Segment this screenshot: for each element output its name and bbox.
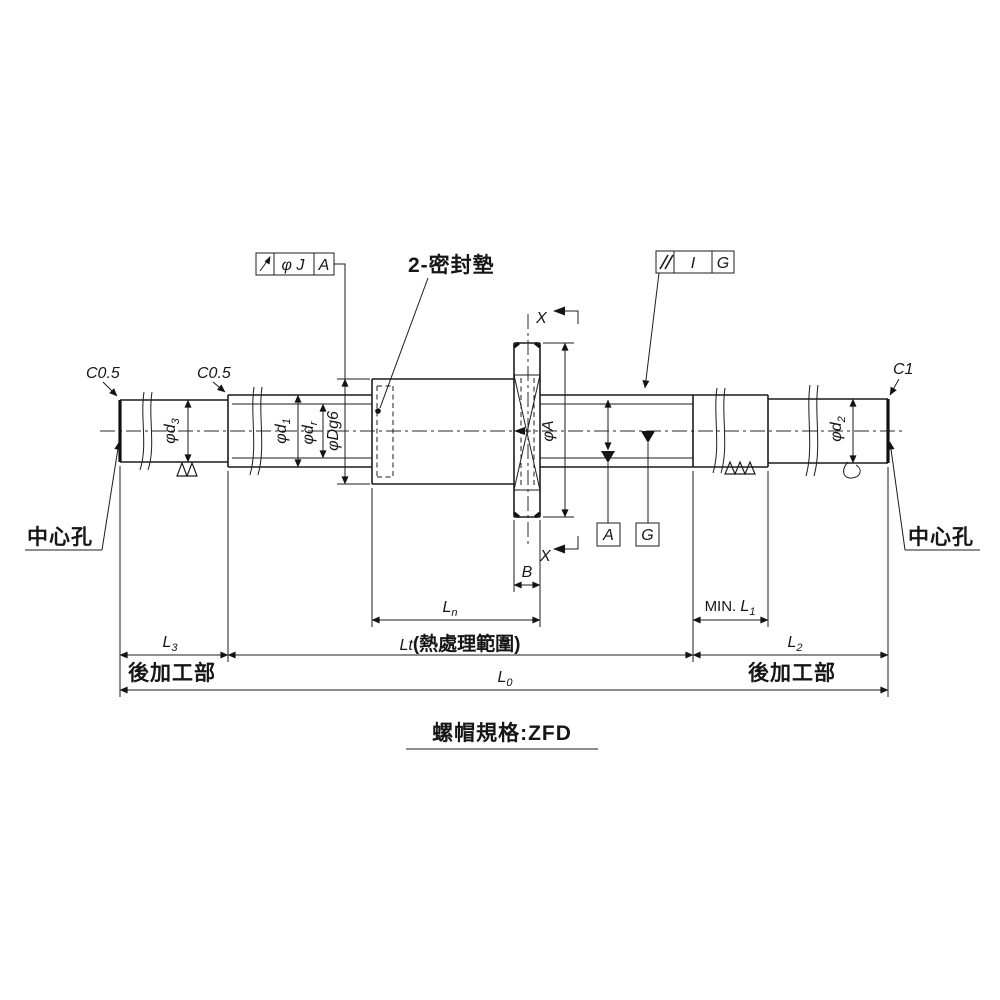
chamfer-label-c05-step: C0.5 (197, 365, 231, 382)
chamfer-label-c05-end: C0.5 (86, 365, 120, 382)
dim-label-l0: L0 (497, 669, 513, 689)
chamfer-callouts: C0.5 C0.5 C1 (86, 361, 913, 397)
finish-triangle (176, 461, 188, 477)
center-hole-left-leader (101, 441, 122, 551)
fcf-runout-leader (334, 263, 346, 379)
break-line (257, 386, 263, 476)
flange-chamfer (513, 511, 520, 519)
finish-marks (176, 460, 756, 477)
break-line (139, 391, 145, 471)
break-lines (139, 384, 819, 477)
section-arrow-top-tail (565, 310, 579, 324)
datum-g-triangle (641, 431, 655, 443)
flange-center-arrow (514, 427, 525, 435)
diameter-dimensions: φd3 φd1 φdr φDg6 φA φd2 (162, 342, 861, 518)
break-line (249, 386, 255, 476)
chamfer-leader (212, 381, 226, 393)
finish-triangle (734, 460, 746, 475)
nut-flange (513, 341, 541, 519)
break-line (712, 387, 718, 474)
fcf-parallelism-datum: G (717, 255, 729, 272)
dim-label-lt: Lt(熱處理範圍) (400, 632, 521, 655)
finish-triangle (186, 461, 198, 477)
parallelism-icon (659, 254, 674, 270)
fcf-runout-value: φ J (282, 257, 306, 274)
dim-label-d1: φd1 (273, 418, 293, 443)
chamfer-label-c1: C1 (893, 361, 913, 378)
section-arrow-bottom-tail (565, 536, 579, 550)
dim-label-d3: φd3 (162, 417, 182, 443)
break-line (805, 384, 811, 477)
datum-g-label: G (641, 527, 653, 544)
seal-callout: 2-密封墊 (375, 253, 494, 414)
dim-label-a: φA (540, 420, 557, 441)
dim-label-dr: φdr (300, 420, 320, 444)
break-line (147, 391, 153, 471)
center-hole-right-label: 中心孔 (908, 526, 974, 549)
dim-label-min-l1: MIN. L1 (705, 598, 756, 618)
datum-a-box (596, 522, 621, 547)
nut-spec-text: 螺帽規格:ZFD (432, 721, 572, 745)
dim-label-d2: φd2 (828, 416, 848, 441)
center-hole-right-leader (887, 441, 906, 551)
thread-runout-curl (843, 461, 861, 479)
datum-g: G (635, 431, 660, 547)
break-line (813, 384, 819, 477)
fcf-parallelism-box (655, 250, 735, 274)
post-machining-right-label: 後加工部 (748, 661, 836, 685)
circular-runout-icon (259, 256, 271, 272)
flange-chamfer (534, 511, 541, 519)
datum-a-triangle (601, 451, 615, 463)
section-arrow-top (553, 306, 565, 316)
flange-section-diagonal (513, 374, 541, 491)
dim-label-b: B (522, 564, 533, 581)
center-hole-left-label: 中心孔 (27, 526, 93, 549)
flange-chamfer (534, 341, 541, 349)
section-label-top: X (535, 310, 548, 327)
center-hole-right-callout: 中心孔 (887, 441, 980, 551)
length-dimensions: B Ln MIN. L1 L3 Lt(熱處理範圍) L2 L0 (119, 466, 889, 697)
seal-label: 2-密封墊 (408, 253, 495, 277)
dim-label-l2: L2 (787, 634, 802, 654)
break-line (720, 387, 726, 474)
nut-body (371, 378, 514, 485)
chamfer-leader (889, 378, 900, 396)
fcf-parallelism: I G (642, 250, 735, 389)
chamfer-leader (102, 381, 118, 397)
finish-triangle (724, 460, 736, 475)
section-cut: X X (527, 306, 579, 565)
finish-triangle (744, 460, 756, 475)
dim-label-l3: L3 (162, 634, 178, 654)
section-arrow-bottom (553, 544, 565, 554)
dim-label-ln: Ln (442, 599, 457, 619)
seal-washer-hidden (376, 385, 394, 478)
dim-label-dg6: φDg6 (325, 411, 342, 451)
datum-a: A (596, 399, 621, 547)
seal-leader (379, 277, 429, 409)
center-hole-left-callout: 中心孔 (25, 441, 122, 551)
post-machining-left-label: 後加工部 (128, 661, 216, 685)
fcf-runout-datum: A (318, 257, 330, 274)
fcf-parallelism-leader (642, 272, 660, 389)
fcf-runout: φ J A (255, 252, 346, 379)
fcf-parallelism-value: I (691, 255, 696, 272)
nut-spec-note: 螺帽規格:ZFD (406, 721, 598, 750)
seal-leader-dot (375, 408, 381, 414)
datum-g-box (635, 522, 660, 547)
datum-a-label: A (602, 527, 614, 544)
section-label-bottom: X (539, 548, 552, 565)
flange-chamfer (513, 341, 520, 349)
